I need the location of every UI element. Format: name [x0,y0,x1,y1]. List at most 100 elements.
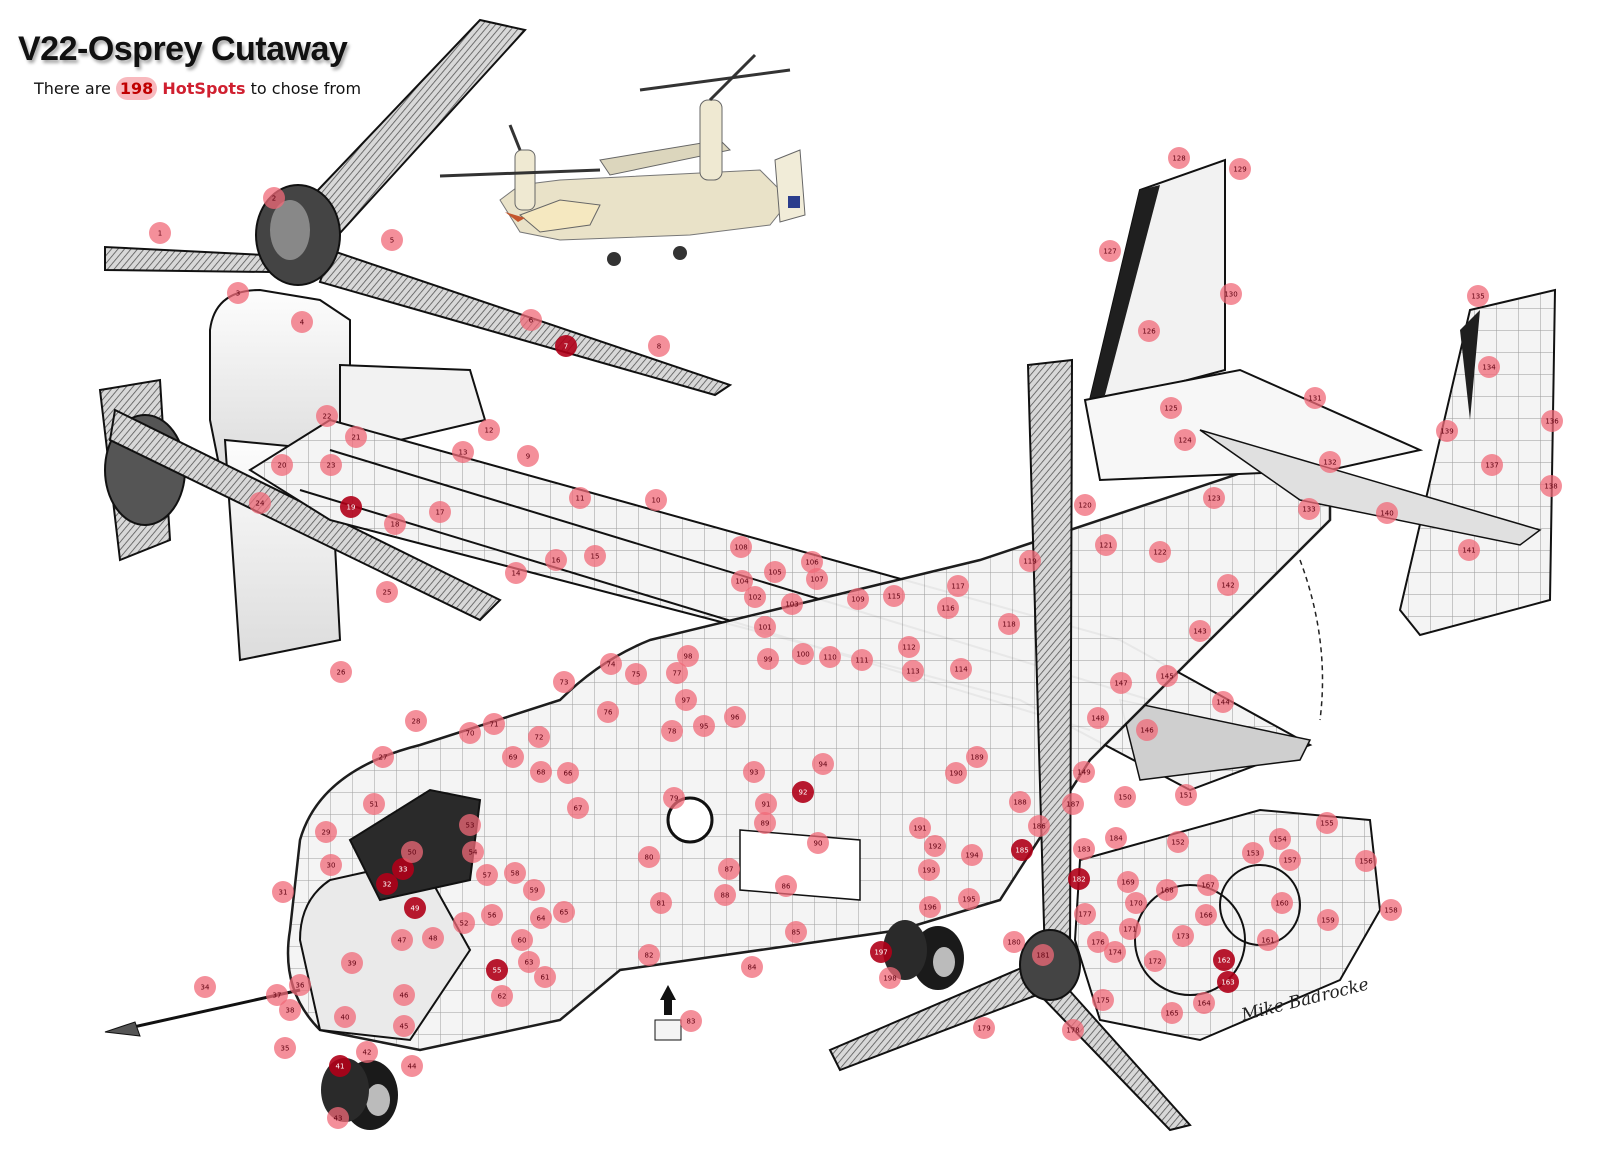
hotspot-29[interactable]: 29 [315,821,337,843]
hotspot-171[interactable]: 171 [1119,918,1141,940]
hotspot-71[interactable]: 71 [483,713,505,735]
hotspot-100[interactable]: 100 [792,643,814,665]
hotspot-134[interactable]: 134 [1478,356,1500,378]
hotspot-108[interactable]: 108 [730,536,752,558]
hotspot-43[interactable]: 43 [327,1107,349,1129]
hotspot-64[interactable]: 64 [530,907,552,929]
hotspot-49[interactable]: 49 [404,897,426,919]
hotspot-183[interactable]: 183 [1073,838,1095,860]
hotspot-56[interactable]: 56 [481,904,503,926]
hotspot-197[interactable]: 197 [870,941,892,963]
hotspot-161[interactable]: 161 [1257,929,1279,951]
hotspot-192[interactable]: 192 [924,835,946,857]
hotspot-96[interactable]: 96 [724,706,746,728]
hotspot-178[interactable]: 178 [1062,1019,1084,1041]
hotspot-150[interactable]: 150 [1114,786,1136,808]
hotspot-147[interactable]: 147 [1110,672,1132,694]
hotspot-10[interactable]: 10 [645,489,667,511]
hotspot-185[interactable]: 185 [1011,839,1033,861]
hotspot-35[interactable]: 35 [274,1037,296,1059]
hotspot-175[interactable]: 175 [1092,989,1114,1011]
hotspot-191[interactable]: 191 [909,817,931,839]
hotspot-66[interactable]: 66 [557,762,579,784]
hotspot-95[interactable]: 95 [693,715,715,737]
hotspot-144[interactable]: 144 [1212,691,1234,713]
hotspot-137[interactable]: 137 [1481,454,1503,476]
hotspot-90[interactable]: 90 [807,832,829,854]
hotspot-120[interactable]: 120 [1074,494,1096,516]
hotspot-109[interactable]: 109 [847,588,869,610]
hotspot-148[interactable]: 148 [1087,707,1109,729]
hotspot-139[interactable]: 139 [1436,420,1458,442]
hotspot-9[interactable]: 9 [517,445,539,467]
hotspot-87[interactable]: 87 [718,858,740,880]
hotspot-196[interactable]: 196 [919,896,941,918]
hotspot-99[interactable]: 99 [757,648,779,670]
hotspot-32[interactable]: 32 [376,873,398,895]
hotspot-136[interactable]: 136 [1541,410,1563,432]
hotspot-131[interactable]: 131 [1304,387,1326,409]
hotspot-86[interactable]: 86 [775,875,797,897]
hotspot-80[interactable]: 80 [638,846,660,868]
hotspot-101[interactable]: 101 [754,616,776,638]
hotspot-58[interactable]: 58 [504,862,526,884]
hotspot-38[interactable]: 38 [279,999,301,1021]
hotspot-79[interactable]: 79 [663,787,685,809]
hotspot-55[interactable]: 55 [486,959,508,981]
hotspot-73[interactable]: 73 [553,671,575,693]
hotspot-8[interactable]: 8 [648,335,670,357]
hotspot-159[interactable]: 159 [1317,909,1339,931]
hotspot-157[interactable]: 157 [1279,849,1301,871]
hotspot-141[interactable]: 141 [1458,539,1480,561]
hotspot-188[interactable]: 188 [1009,791,1031,813]
hotspot-24[interactable]: 24 [249,492,271,514]
hotspot-129[interactable]: 129 [1229,158,1251,180]
hotspot-194[interactable]: 194 [961,844,983,866]
hotspot-149[interactable]: 149 [1073,761,1095,783]
hotspot-20[interactable]: 20 [271,454,293,476]
hotspot-103[interactable]: 103 [781,593,803,615]
hotspot-181[interactable]: 181 [1032,944,1054,966]
hotspot-186[interactable]: 186 [1028,815,1050,837]
hotspot-21[interactable]: 21 [345,426,367,448]
hotspot-132[interactable]: 132 [1319,451,1341,473]
hotspot-153[interactable]: 153 [1242,842,1264,864]
hotspot-146[interactable]: 146 [1136,719,1158,741]
hotspot-53[interactable]: 53 [459,814,481,836]
hotspot-13[interactable]: 13 [452,441,474,463]
hotspot-44[interactable]: 44 [401,1055,423,1077]
hotspot-67[interactable]: 67 [567,797,589,819]
hotspot-51[interactable]: 51 [363,793,385,815]
hotspot-78[interactable]: 78 [661,720,683,742]
hotspot-182[interactable]: 182 [1068,868,1090,890]
hotspot-23[interactable]: 23 [320,454,342,476]
hotspot-26[interactable]: 26 [330,661,352,683]
hotspot-173[interactable]: 173 [1172,925,1194,947]
hotspot-110[interactable]: 110 [819,646,841,668]
hotspot-14[interactable]: 14 [505,562,527,584]
hotspot-176[interactable]: 176 [1087,931,1109,953]
hotspot-75[interactable]: 75 [625,663,647,685]
hotspot-177[interactable]: 177 [1074,903,1096,925]
hotspot-42[interactable]: 42 [356,1041,378,1063]
hotspot-130[interactable]: 130 [1220,283,1242,305]
hotspot-27[interactable]: 27 [372,746,394,768]
hotspot-116[interactable]: 116 [937,597,959,619]
hotspot-92[interactable]: 92 [792,781,814,803]
hotspot-46[interactable]: 46 [393,984,415,1006]
hotspot-124[interactable]: 124 [1174,429,1196,451]
hotspot-63[interactable]: 63 [518,951,540,973]
hotspot-104[interactable]: 104 [731,570,753,592]
hotspot-112[interactable]: 112 [898,636,920,658]
hotspot-127[interactable]: 127 [1099,240,1121,262]
hotspot-117[interactable]: 117 [947,575,969,597]
hotspot-143[interactable]: 143 [1189,620,1211,642]
hotspot-158[interactable]: 158 [1380,899,1402,921]
hotspot-84[interactable]: 84 [741,956,763,978]
hotspot-184[interactable]: 184 [1105,827,1127,849]
hotspot-122[interactable]: 122 [1149,541,1171,563]
hotspot-195[interactable]: 195 [958,888,980,910]
hotspot-138[interactable]: 138 [1540,475,1562,497]
hotspot-19[interactable]: 19 [340,496,362,518]
hotspot-163[interactable]: 163 [1217,971,1239,993]
